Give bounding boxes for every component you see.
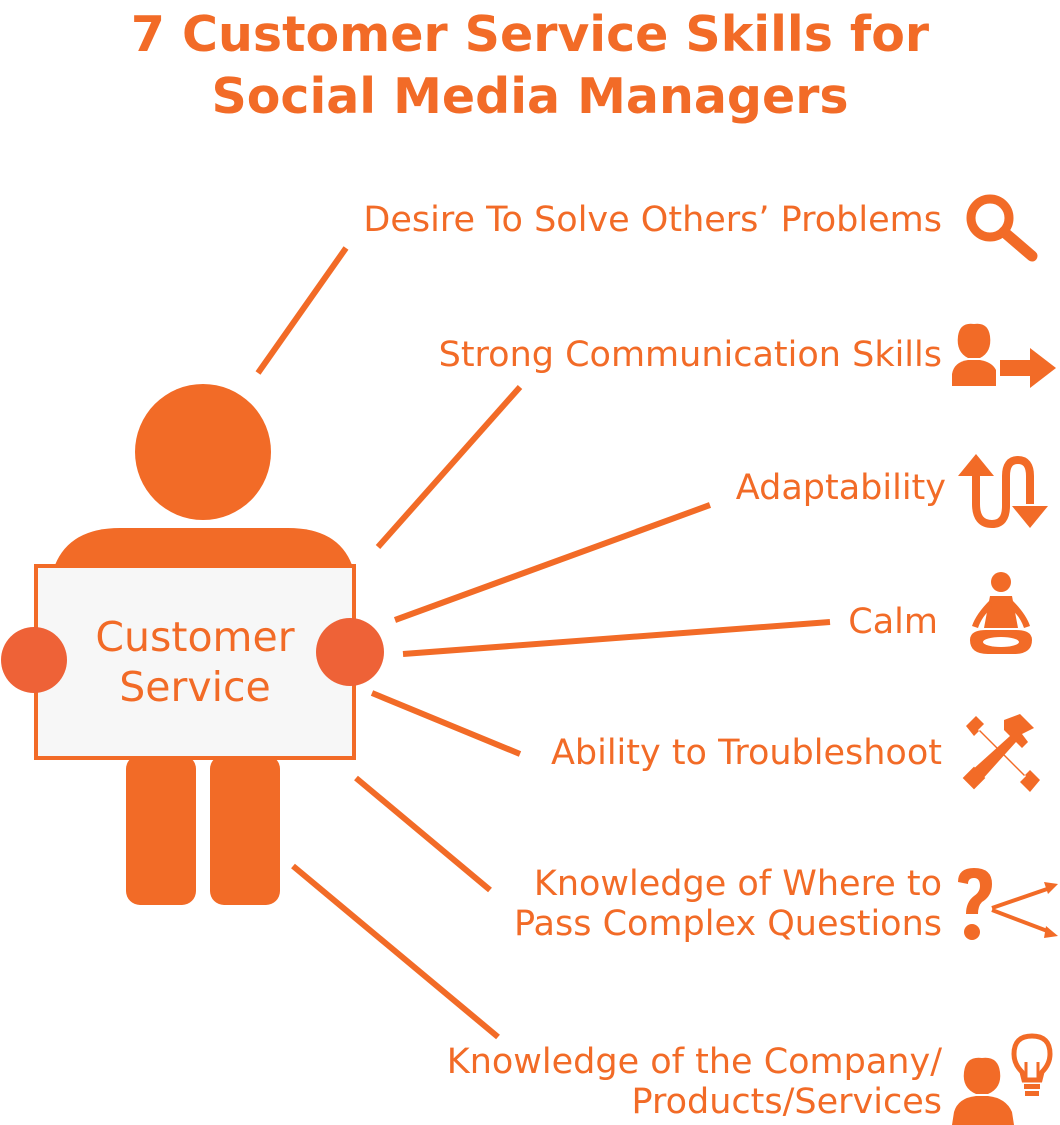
skill-label: Calm (848, 602, 938, 642)
connector-line-2 (375, 385, 523, 549)
skill-label-line-2: Products/Services (631, 1082, 942, 1122)
connector-line-1 (255, 246, 349, 375)
connector-line-7 (291, 863, 500, 1040)
magnifier-icon (966, 194, 1038, 262)
figure-left-leg (126, 755, 196, 905)
skill-where-to-pass: Knowledge of Where to Pass Complex Quest… (514, 864, 942, 944)
skill-adaptability: Adaptability (736, 468, 946, 508)
skill-label: Ability to Troubleshoot (550, 733, 942, 773)
skill-label: Adaptability (735, 468, 946, 508)
skill-label-line-2: Pass Complex Questions (514, 904, 942, 944)
sign-label-line-2: Service (119, 663, 271, 711)
figure-right-hand (316, 618, 384, 686)
skill-label: Strong Communication Skills (438, 335, 942, 375)
title-line-2: Social Media Managers (211, 68, 849, 125)
title-line-1: 7 Customer Service Skills for (130, 6, 930, 63)
skill-troubleshoot: Ability to Troubleshoot (551, 733, 942, 773)
skill-company-knowledge: Knowledge of the Company/ Products/Servi… (447, 1042, 942, 1122)
sign-label: Customer Service (36, 612, 354, 712)
infographic-title: 7 Customer Service Skills for Social Med… (0, 4, 1060, 128)
up-down-arrows-icon (958, 454, 1048, 529)
figure-head (135, 384, 271, 520)
connector-line-4 (402, 619, 831, 657)
person-lightbulb-icon (952, 1033, 1053, 1125)
figure-right-leg (210, 755, 280, 905)
skill-label-line-1: Knowledge of Where to (533, 864, 942, 904)
skill-label: Desire To Solve Others’ Problems (363, 200, 942, 240)
connector-line-5 (370, 690, 522, 757)
skill-calm: Calm (848, 602, 938, 642)
skill-communication: Strong Communication Skills (439, 335, 942, 375)
figure-left-hand (1, 627, 67, 693)
skill-desire-to-solve: Desire To Solve Others’ Problems (363, 200, 942, 240)
connector-line-6 (354, 775, 492, 893)
skill-label-line-1: Knowledge of the Company/ (446, 1042, 942, 1082)
connector-line-3 (393, 502, 712, 623)
sign-label-line-1: Customer (95, 613, 295, 661)
person-arrow-icon (952, 323, 1056, 388)
wrench-hammer-icon (962, 714, 1040, 792)
question-arrows-icon (958, 868, 1058, 940)
meditation-icon (970, 572, 1032, 654)
